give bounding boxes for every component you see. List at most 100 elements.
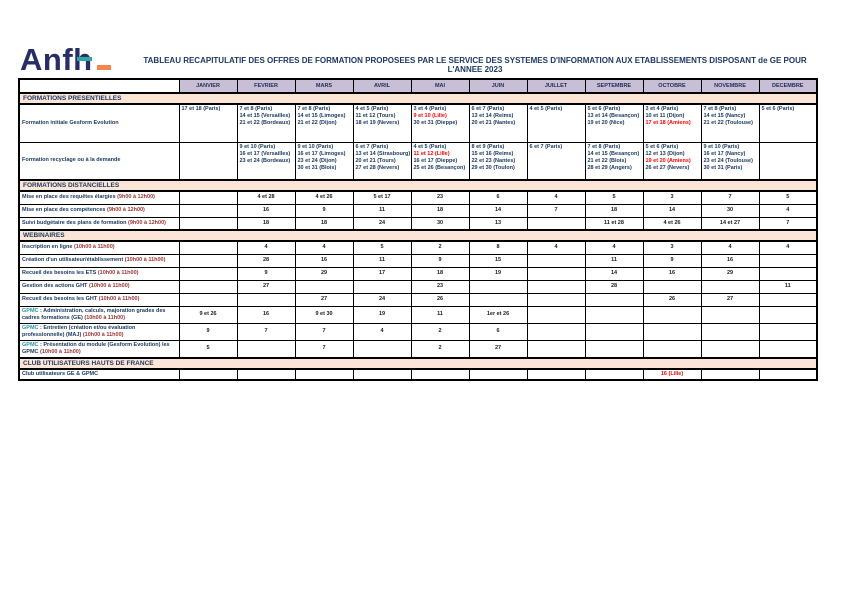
session-entry: 3 et 4 (Paris) — [413, 106, 447, 112]
month-header-janvier: JANVIER — [178, 78, 238, 94]
label-text: (9h00 à 12h00) — [128, 219, 166, 226]
cell-janvier — [178, 203, 238, 218]
session-entry: 7 et 8 (Paris) — [239, 106, 273, 112]
cell-mars: 7 et 8 (Paris)14 et 15 (Limoges)21 et 22… — [294, 103, 354, 143]
session-entry: 16 — [320, 257, 328, 263]
cell-decembre: 5 et 6 (Paris) — [758, 103, 818, 143]
session-entry: 4 et 5 (Paris) — [413, 143, 447, 150]
cell-fevrier: 16 — [236, 203, 296, 218]
session-entry: 24 — [378, 219, 386, 226]
session-entry: 4 — [554, 244, 558, 251]
cell-decembre — [758, 368, 818, 380]
section-row: CLUB UTILISATEURS HAUTS DE FRANCE — [18, 356, 818, 370]
anfh-logo: Anfh — [20, 42, 170, 80]
row-label: Mise en place des requêtes élargies (9h0… — [18, 190, 180, 205]
session-entry: 9 — [206, 328, 210, 334]
cell-novembre — [700, 339, 760, 358]
session-entry: 14 et 15 (Nancy) — [703, 113, 746, 119]
anfh-logo-teal-bar — [77, 57, 92, 61]
label-text: Inscription en ligne — [22, 244, 74, 251]
session-entry: 9 et 30 — [315, 311, 333, 317]
session-entry: 9 et 10 (Paris) — [239, 143, 276, 150]
cell-janvier — [178, 368, 238, 380]
session-entry: 14 et 15 (Limoges) — [297, 113, 346, 119]
cell-juillet — [526, 216, 586, 231]
cell-juillet — [526, 292, 586, 307]
session-entry: 7 — [264, 328, 268, 334]
label-text: Mise en place des requêtes élargies — [22, 194, 118, 201]
session-entry: 26 et 27 (Nevers) — [645, 164, 690, 171]
cell-janvier: 5 — [178, 339, 238, 358]
session-entry: 4 — [322, 244, 326, 251]
session-entry: 5 — [380, 244, 384, 251]
session-entry: 11 — [784, 283, 791, 289]
session-entry: 23 — [436, 283, 444, 289]
cell-juin: 19 — [468, 266, 528, 281]
label-text: (9h00 à 12h00) — [117, 194, 155, 201]
cell-octobre: 16 — [642, 266, 702, 281]
session-entry: 7 — [786, 219, 790, 226]
session-entry: 28 — [262, 257, 270, 263]
session-entry: 23 et 24 (Dijon) — [297, 157, 337, 164]
session-entry: 20 et 21 (Nantes) — [471, 120, 516, 126]
cell-mars: 29 — [294, 266, 354, 281]
session-entry: 15 — [494, 257, 502, 263]
cell-juillet: 4 — [526, 240, 586, 255]
row-label: Recueil des besoins les GHT (10h00 à 11h… — [18, 292, 180, 307]
label-text: Recueil des besoins les ETS — [22, 270, 98, 276]
cell-juin: 8 et 9 (Paris)15 et 16 (Reims)22 et 23 (… — [468, 141, 528, 181]
cell-juin: 6 — [468, 190, 528, 205]
session-entry: 19 — [494, 270, 502, 276]
cell-septembre: 4 — [584, 240, 644, 255]
cell-juillet — [526, 305, 586, 324]
cell-mai: 2 — [410, 240, 470, 255]
session-entry: 6 et 7 (Paris) — [471, 106, 505, 112]
cell-novembre: 7 — [700, 190, 760, 205]
session-entry: 4 et 26 — [663, 219, 681, 226]
cell-mars: 9 et 10 (Paris)16 et 17 (Limoges)23 et 2… — [294, 141, 354, 181]
cell-fevrier: 9 — [236, 266, 296, 281]
corner-blank-cell — [18, 78, 180, 94]
cell-juillet — [526, 368, 586, 380]
cell-mars: 9 et 30 — [294, 305, 354, 324]
session-entry: 3 et 4 (Paris) — [645, 106, 679, 112]
cell-decembre — [758, 339, 818, 358]
cell-decembre — [758, 253, 818, 268]
cell-mai: 4 et 5 (Paris)11 et 12 (Lille)16 et 17 (… — [410, 141, 470, 181]
table-row: Inscription en ligne (10h00 à 11h00) 4 4 5 2… — [18, 240, 818, 255]
label-text: (10h00 à 11h00) — [73, 244, 115, 251]
label-text: (10h00 à 11h00) — [40, 348, 81, 355]
cell-mars: 27 — [294, 292, 354, 307]
cell-septembre: 14 — [584, 266, 644, 281]
session-entry: 27 et 28 (Nevers) — [355, 164, 400, 171]
session-entry: 16 — [726, 257, 734, 263]
section-row: WEBINAIRES — [18, 229, 818, 242]
cell-janvier: 9 — [178, 322, 238, 341]
session-entry: 7 — [322, 328, 326, 334]
session-entry: 21 et 22 (Blois) — [587, 157, 627, 164]
session-entry: 14 — [494, 207, 502, 213]
cell-mai: 18 — [410, 266, 470, 281]
cell-mai: 2 — [410, 339, 470, 358]
row-label: Club utilisateurs GE & GPMC — [18, 368, 180, 380]
cell-decembre — [758, 292, 818, 307]
session-entry: 29 — [726, 270, 734, 276]
cell-juin: 6 — [468, 322, 528, 341]
table-row: Mise en place des compétences (9h00 à 12… — [18, 203, 818, 218]
table-row: Recueil des besoins les ETS (10h00 à 11h… — [18, 266, 818, 281]
label-text: Recueil des besoins les GHT — [22, 296, 99, 302]
cell-mai: 2 — [410, 322, 470, 341]
session-entry: 30 — [436, 219, 444, 226]
month-header-juillet: JUILLET — [526, 78, 586, 94]
session-entry: 14 — [668, 207, 676, 213]
session-entry: 3 — [670, 244, 674, 251]
cell-octobre: 3 et 4 (Paris)10 et 11 (Dijon)17 et 18 (… — [642, 103, 702, 143]
session-entry: 9 et 10 (Paris) — [297, 143, 334, 150]
cell-novembre: 4 — [700, 240, 760, 255]
cell-octobre — [642, 305, 702, 324]
session-entry: 9 — [438, 257, 442, 263]
session-entry: 5 et 6 (Paris) — [587, 106, 621, 112]
section-header: FORMATIONS PRESENTIELLES — [18, 92, 818, 105]
cell-mai: 30 — [410, 216, 470, 231]
